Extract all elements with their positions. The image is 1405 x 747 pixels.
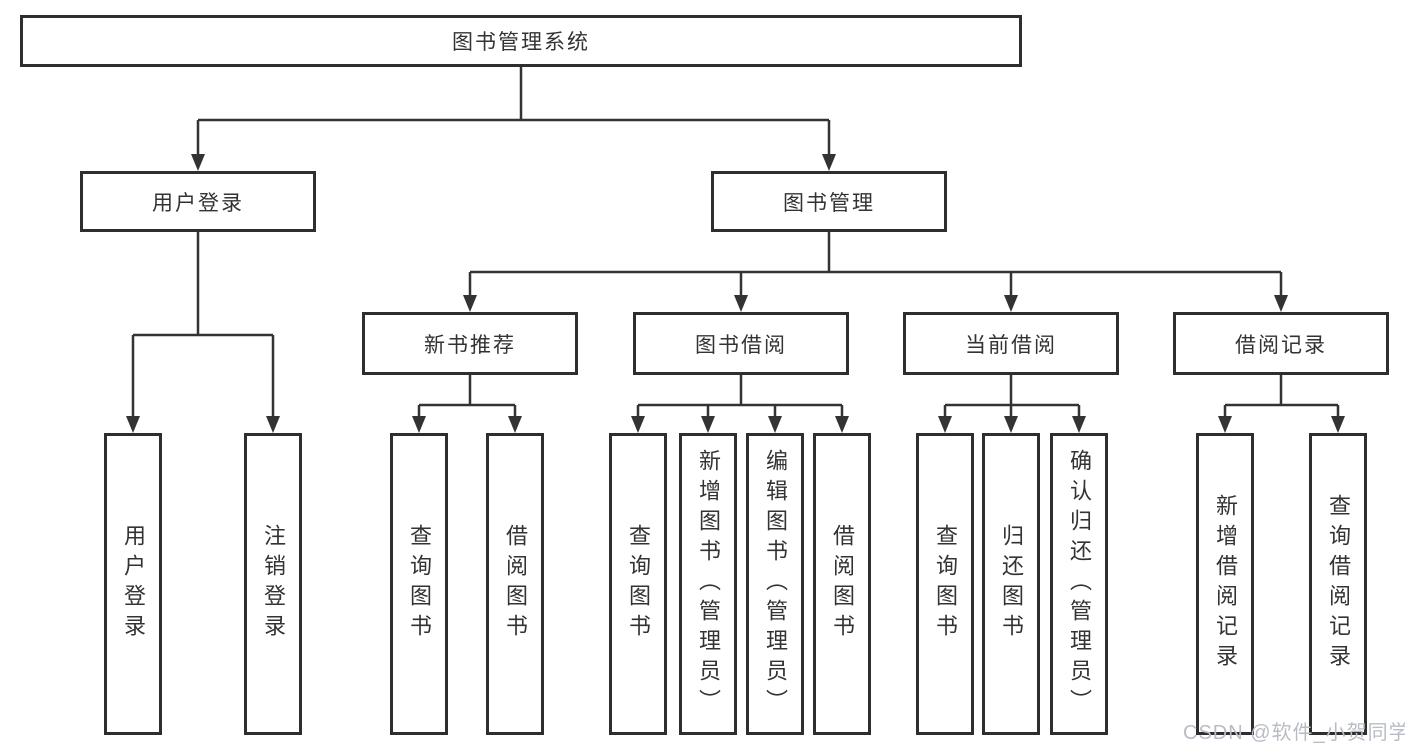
arrow-icon bbox=[822, 154, 836, 171]
arrow-icon bbox=[734, 295, 748, 312]
node-book-management: 图书管理 bbox=[711, 171, 947, 232]
leaf-add-book-admin: 新增图书（管理员） bbox=[679, 433, 737, 735]
node-book-borrow: 图书借阅 bbox=[633, 312, 849, 375]
connector-borrow-records-to-leaves bbox=[1223, 375, 1340, 421]
leaf-borrow-book-recommend: 借阅图书 bbox=[486, 433, 544, 735]
leaf-query-book-recommend: 查询图书 bbox=[390, 433, 448, 735]
leaf-query-book-borrow: 查询图书 bbox=[609, 433, 667, 735]
node-current-borrow: 当前借阅 bbox=[903, 312, 1119, 375]
leaf-edit-book-admin: 编辑图书（管理员） bbox=[746, 433, 804, 735]
arrow-icon bbox=[1004, 416, 1018, 433]
leaf-borrow-book: 借阅图书 bbox=[813, 433, 871, 735]
connector-root-to-modules bbox=[196, 67, 831, 160]
arrow-icon bbox=[126, 416, 140, 433]
arrow-icon bbox=[701, 416, 715, 433]
leaf-query-borrow-record: 查询借阅记录 bbox=[1309, 433, 1367, 735]
node-root-system: 图书管理系统 bbox=[20, 15, 1022, 67]
node-borrow-records: 借阅记录 bbox=[1173, 312, 1389, 375]
node-user-login: 用户登录 bbox=[80, 171, 316, 232]
arrow-icon bbox=[1274, 295, 1288, 312]
leaf-logout: 注销登录 bbox=[244, 433, 302, 735]
arrow-icon bbox=[1218, 416, 1232, 433]
leaf-add-borrow-record: 新增借阅记录 bbox=[1196, 433, 1254, 735]
connector-book-borrow-to-leaves bbox=[636, 375, 844, 421]
arrow-icon bbox=[463, 295, 477, 312]
arrow-icon bbox=[938, 416, 952, 433]
arrow-icon bbox=[768, 416, 782, 433]
arrow-icon bbox=[508, 416, 522, 433]
arrow-icon bbox=[631, 416, 645, 433]
connector-book-management-to-submodules bbox=[468, 232, 1283, 300]
arrow-icon bbox=[1331, 416, 1345, 433]
connector-new-book-to-leaves bbox=[417, 375, 517, 421]
connector-current-borrow-to-leaves bbox=[943, 375, 1081, 421]
node-new-book-recommend: 新书推荐 bbox=[362, 312, 578, 375]
arrow-icon bbox=[266, 416, 280, 433]
arrow-icon bbox=[1004, 295, 1018, 312]
leaf-return-book: 归还图书 bbox=[982, 433, 1040, 735]
arrow-icon bbox=[191, 154, 205, 171]
leaf-confirm-return-admin: 确认归还（管理员） bbox=[1050, 433, 1108, 735]
arrow-icon bbox=[835, 416, 849, 433]
leaf-user-login: 用户登录 bbox=[104, 433, 162, 735]
arrow-icon bbox=[1072, 416, 1086, 433]
leaf-query-book-current: 查询图书 bbox=[916, 433, 974, 735]
watermark: CSDN @软件_小贺同学 bbox=[1183, 722, 1405, 744]
arrow-icon bbox=[412, 416, 426, 433]
connector-user-login-to-leaves bbox=[131, 232, 275, 421]
